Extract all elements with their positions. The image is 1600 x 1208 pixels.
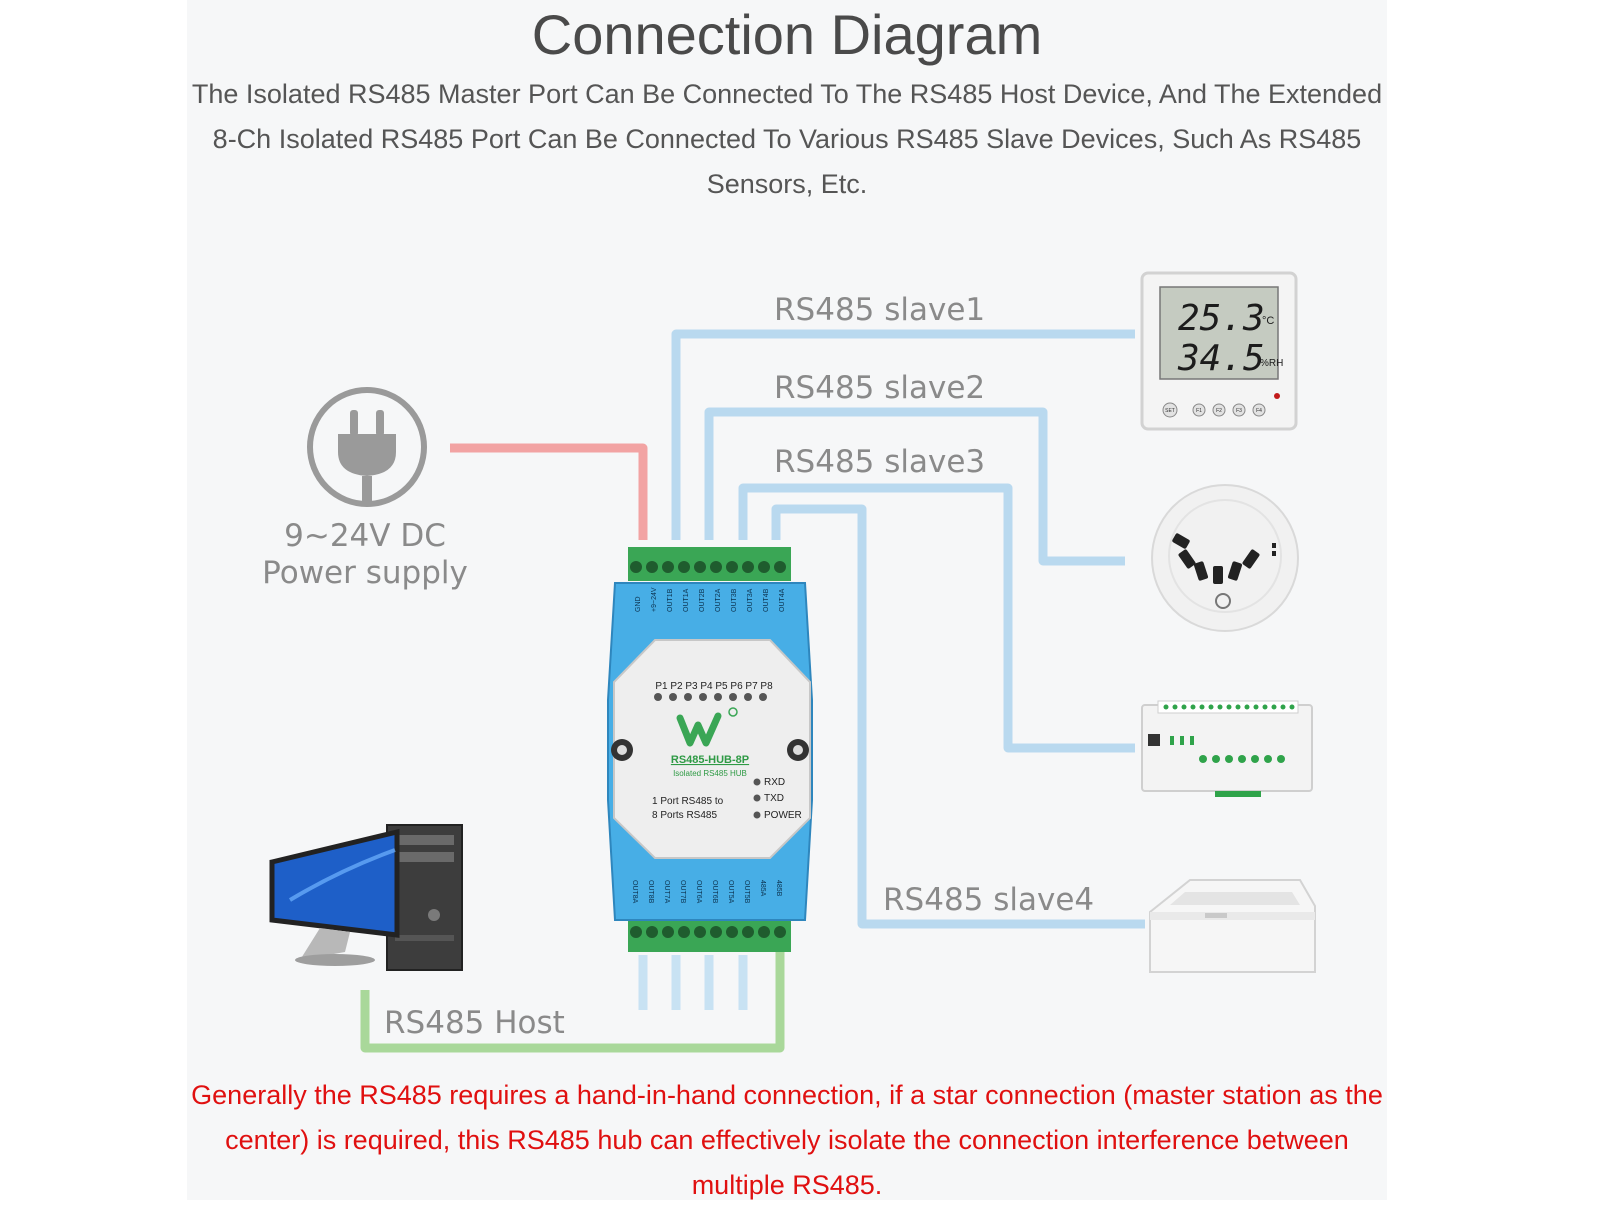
- svg-text:OUT1A: OUT1A: [683, 588, 690, 612]
- slave2-wire: [704, 407, 1125, 566]
- bottom-terminal-labels: OUT8A OUT8B OUT7A OUT7B OUT6A OUT6B OUT5…: [631, 880, 782, 904]
- svg-text:OUT2A: OUT2A: [715, 588, 722, 612]
- waveshare-logo-icon: [676, 707, 738, 747]
- svg-text:OUT8B: OUT8B: [647, 880, 654, 904]
- slave4-wire: [771, 504, 1145, 929]
- sensor-temperature: 25.3: [1178, 298, 1265, 339]
- host-computer: [269, 824, 463, 971]
- slave1-label: RS485 slave1: [774, 292, 985, 328]
- power-plug-icon: [307, 387, 427, 507]
- svg-text:F4: F4: [1256, 408, 1262, 414]
- temperature-humidity-sensor: 25.3 °C 34.5 %RH SET F1 F2 F3 F4: [1140, 271, 1298, 431]
- slave1-wire: [671, 329, 1135, 540]
- device-subtitle: Isolated RS485 HUB: [673, 769, 747, 778]
- svg-text:OUT1B: OUT1B: [667, 588, 674, 612]
- svg-text:F1: F1: [1196, 408, 1202, 414]
- status-led-txd: TXD: [764, 793, 784, 804]
- svg-text:OUT4A: OUT4A: [779, 588, 786, 612]
- device-desc-line2: 8 Ports RS485: [652, 810, 717, 821]
- svg-text:F3: F3: [1236, 408, 1242, 414]
- svg-text:OUT5B: OUT5B: [743, 880, 750, 904]
- svg-text:OUT7A: OUT7A: [663, 880, 670, 904]
- device-model: RS485-HUB-8P: [671, 754, 749, 766]
- top-terminal-screws: [630, 561, 786, 573]
- status-leds: [753, 778, 761, 819]
- intro-text: The Isolated RS485 Master Port Can Be Co…: [191, 79, 1383, 199]
- smoke-detector: [1151, 484, 1299, 632]
- slave3-label: RS485 slave3: [774, 444, 985, 480]
- lower-wires: [638, 955, 748, 1010]
- slave2-label: RS485 slave2: [774, 370, 985, 406]
- svg-text:OUT6B: OUT6B: [711, 880, 718, 904]
- sensor-humidity: 34.5: [1177, 338, 1265, 379]
- port-led-labels: P1 P2 P3 P4 P5 P6 P7 P8: [655, 681, 773, 692]
- relay-module: [1141, 700, 1313, 797]
- warning-note: Generally the RS485 requires a hand-in-h…: [191, 1080, 1383, 1200]
- status-led-rxd: RXD: [764, 777, 785, 788]
- power-label-voltage: 9~24V DC: [284, 518, 446, 554]
- svg-text:+9~24V: +9~24V: [651, 587, 658, 612]
- sensor-humidity-unit: %RH: [1260, 358, 1283, 369]
- printer: [1149, 879, 1316, 973]
- page-title: Connection Diagram: [531, 3, 1043, 66]
- device-desc-line1: 1 Port RS485 to: [652, 796, 724, 807]
- svg-text:GND: GND: [635, 596, 642, 612]
- svg-text:OUT2B: OUT2B: [699, 588, 706, 612]
- sensor-buttons: SET F1 F2 F3 F4: [1162, 402, 1266, 418]
- power-label-supply: Power supply: [262, 555, 468, 591]
- svg-text:OUT7B: OUT7B: [679, 880, 686, 904]
- bottom-terminal-screws: [630, 926, 786, 938]
- svg-text:OUT3B: OUT3B: [731, 588, 738, 612]
- slave4-label: RS485 slave4: [883, 882, 1094, 918]
- svg-text:OUT4B: OUT4B: [763, 588, 770, 612]
- slave3-wire: [738, 483, 1135, 753]
- port-leds: [654, 693, 767, 701]
- svg-text:485A: 485A: [759, 880, 766, 897]
- svg-text:OUT6A: OUT6A: [695, 880, 702, 904]
- svg-text:SET: SET: [1165, 408, 1175, 414]
- svg-text:OUT3A: OUT3A: [747, 588, 754, 612]
- status-led-power: POWER: [764, 810, 802, 821]
- svg-text:F2: F2: [1216, 408, 1222, 414]
- top-terminal-labels: GND +9~24V OUT1B OUT1A OUT2B OUT2A OUT3B…: [635, 587, 786, 612]
- power-wire: [450, 443, 648, 540]
- host-label: RS485 Host: [384, 1005, 565, 1041]
- svg-text:OUT8A: OUT8A: [631, 880, 638, 904]
- svg-text:OUT5A: OUT5A: [727, 880, 734, 904]
- rs485-hub-device: P1 P2 P3 P4 P5 P6 P7 P8 RS485-HUB-8P Iso…: [607, 547, 813, 952]
- svg-text:485B: 485B: [775, 880, 782, 897]
- host-wire: [360, 945, 785, 1053]
- sensor-temp-unit: °C: [1262, 315, 1274, 327]
